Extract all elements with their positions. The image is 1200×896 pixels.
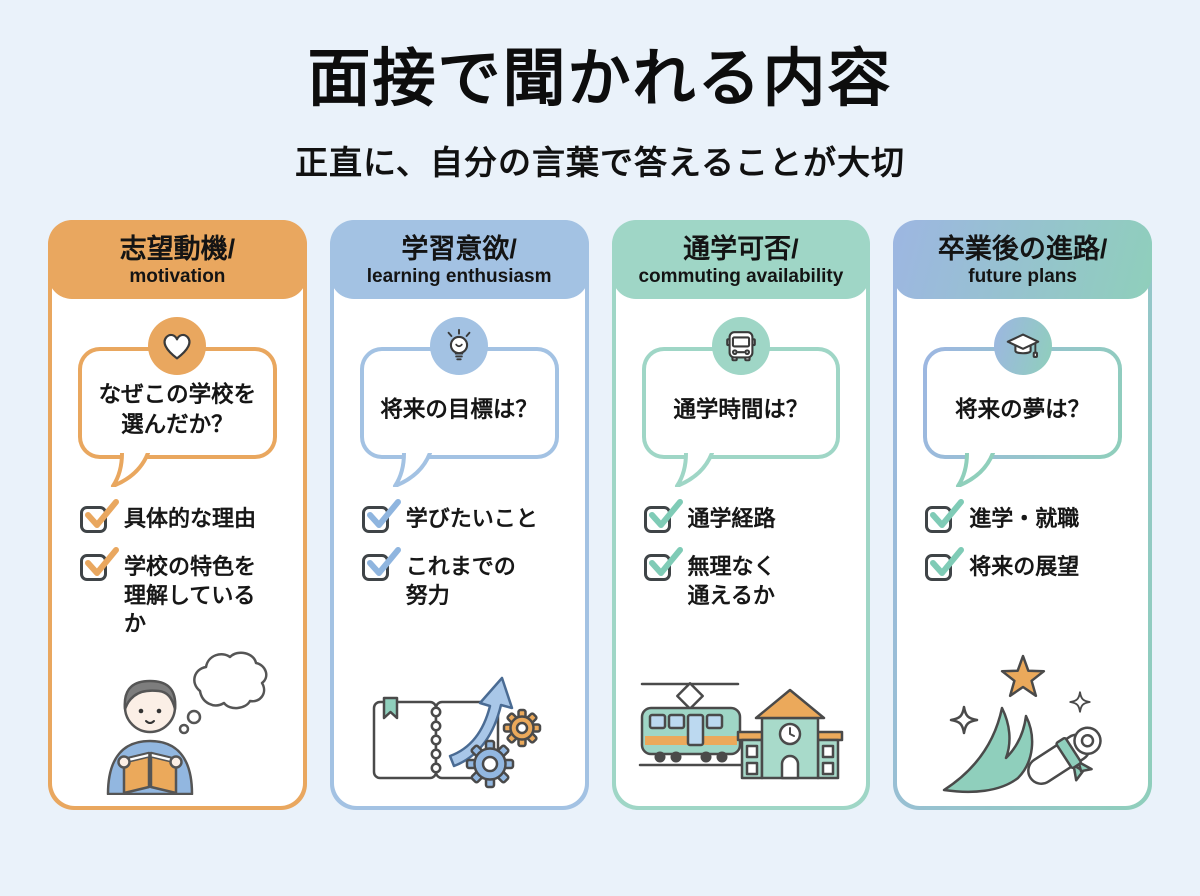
bubble-tail — [111, 453, 150, 488]
card-header: 志望動機/ motivation — [48, 220, 307, 300]
bus-icon — [711, 317, 770, 376]
checkbox-checked-icon — [80, 499, 119, 534]
checkbox-checked-icon — [925, 499, 965, 534]
checklist-item-label: 無理なく 通えるか — [687, 553, 776, 608]
checklist-item: 学校の特色を 理解しているか — [80, 546, 275, 639]
question-bubble-area: 将来の夢は？ — [897, 317, 1148, 488]
checklist-item-label: 将来の展望 — [969, 553, 1080, 579]
checklist: 学びたいこと これまでの 努力 — [361, 499, 557, 610]
card-title-english: motivation — [129, 265, 226, 287]
card-motivation: 志望動機/ motivation なぜこの学校を 選んだか？ — [48, 220, 307, 811]
checkbox-checked-icon — [361, 546, 401, 581]
question-bubble-area: 将来の目標は？ — [334, 317, 585, 488]
checkbox-checked-icon — [361, 499, 401, 534]
checkbox-checked-icon — [643, 499, 683, 534]
page-subtitle: 正直に、自分の言葉で答えることが大切 — [294, 144, 906, 182]
checklist-item: 具体的な理由 — [80, 499, 275, 534]
checklist-item-label: 学びたいこと — [405, 506, 538, 532]
question-bubble-area: 通学時間は？ — [616, 317, 867, 488]
card-title-english: future plans — [968, 265, 1077, 287]
checklist: 通学経路 無理なく 通えるか — [643, 499, 839, 610]
bubble-tail — [674, 453, 714, 488]
card-body: 通学可否/ commuting availability — [611, 220, 871, 807]
card-title-japanese: 志望動機/ — [119, 234, 236, 265]
checklist-item-label: 通学経路 — [687, 506, 776, 532]
card-header: 通学可否/ commuting availability — [611, 220, 871, 300]
cards-row: 志望動機/ motivation なぜこの学校を 選んだか？ — [48, 220, 1152, 811]
card-title-japanese: 通学可否/ — [683, 234, 799, 265]
card-header: 卒業後の進路/ future plans — [893, 220, 1152, 300]
illustration-future-path — [897, 638, 1148, 806]
checklist-item: これまでの 努力 — [361, 546, 557, 610]
card-learning-enthusiasm: 学習意欲/ learning enthusiasm — [329, 220, 589, 811]
illustration-train-school — [616, 638, 867, 806]
checklist-item-label: これまでの 努力 — [405, 553, 516, 608]
checkbox-checked-icon — [925, 546, 965, 581]
illustration-notebook-growth — [334, 638, 585, 806]
checklist-item-label: 具体的な理由 — [124, 506, 257, 532]
card-title-english: learning enthusiasm — [366, 265, 552, 287]
card-body: 志望動機/ motivation なぜこの学校を 選んだか？ — [48, 220, 307, 807]
checklist-item: 将来の展望 — [925, 546, 1120, 582]
card-body: 学習意欲/ learning enthusiasm — [329, 220, 589, 807]
card-title-japanese: 卒業後の進路/ — [937, 234, 1108, 265]
checkbox-checked-icon — [80, 546, 119, 581]
card-body: 卒業後の進路/ future plans — [893, 220, 1152, 807]
question-text: 将来の夢は？ — [927, 351, 1118, 456]
checklist: 進学・就職 将来の展望 — [925, 499, 1120, 582]
card-title-english: commuting availability — [638, 265, 844, 287]
checklist: 具体的な理由 学校の特色を 理解しているか — [80, 499, 275, 639]
checklist-item: 無理なく 通えるか — [643, 546, 839, 610]
checklist-item-label: 学校の特色を 理解しているか — [124, 553, 257, 637]
bubble-tail — [392, 453, 432, 488]
card-future-plans: 卒業後の進路/ future plans — [893, 220, 1152, 811]
question-bubble: 将来の夢は？ — [923, 347, 1122, 488]
illustration-student-reading — [52, 639, 303, 807]
question-bubble-area: なぜこの学校を 選んだか？ — [52, 317, 303, 488]
card-title-japanese: 学習意欲/ — [401, 234, 517, 265]
bubble-tail — [956, 453, 996, 488]
heart-icon — [148, 317, 207, 376]
card-commuting-availability: 通学可否/ commuting availability — [611, 220, 871, 811]
checklist-item-label: 進学・就職 — [969, 506, 1080, 532]
checklist-item: 学びたいこと — [361, 499, 557, 534]
page-title: 面接で聞かれる内容 — [307, 44, 893, 114]
checkbox-checked-icon — [643, 546, 683, 581]
graduation-cap-icon — [993, 317, 1052, 376]
checklist-item: 進学・就職 — [925, 499, 1120, 534]
card-header: 学習意欲/ learning enthusiasm — [329, 220, 589, 300]
checklist-item: 通学経路 — [643, 499, 839, 534]
lightbulb-icon — [430, 317, 489, 376]
